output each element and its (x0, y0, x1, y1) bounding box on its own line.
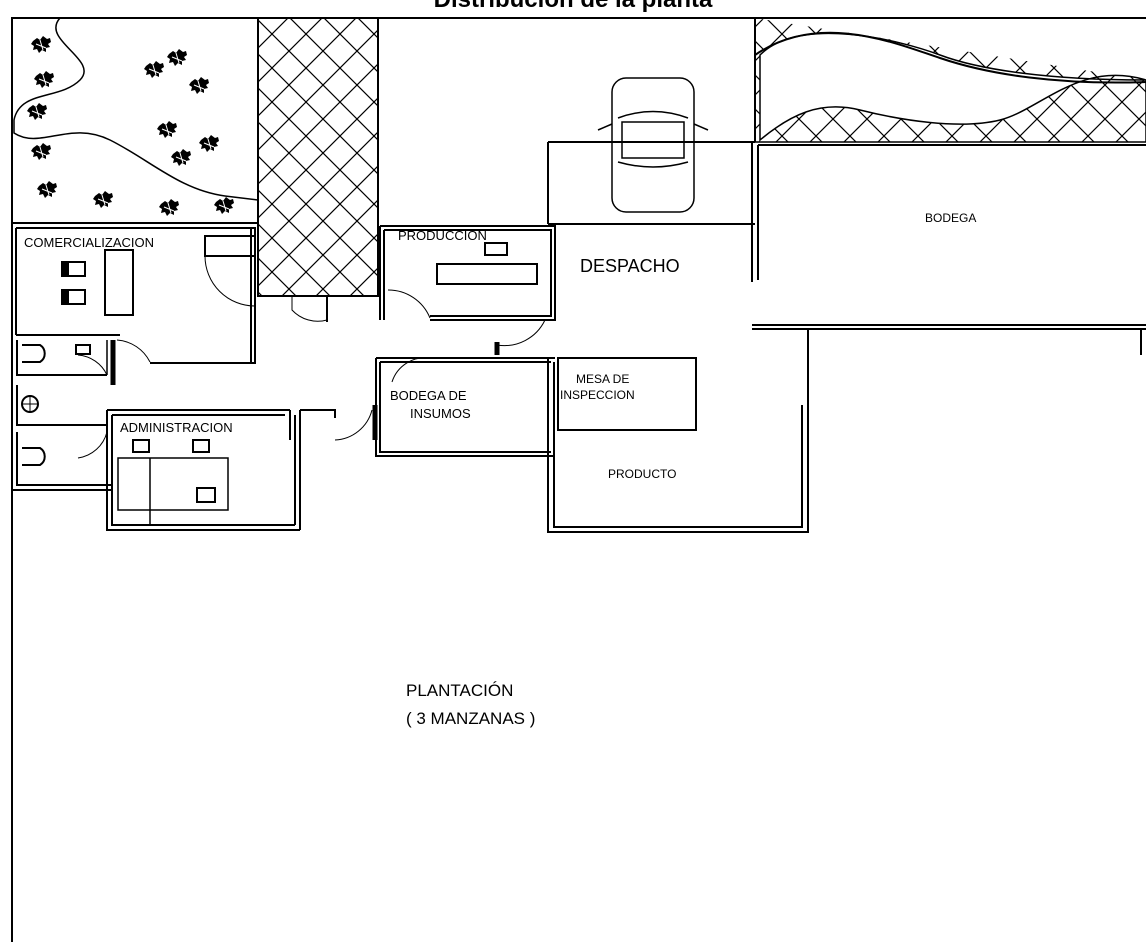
label-produccion: PRODUCCION (398, 228, 487, 243)
mesa-inspeccion-table (557, 357, 697, 431)
label-bodega-insumos-2: INSUMOS (410, 406, 471, 421)
despacho-zone (377, 18, 756, 282)
bathrooms (11, 340, 112, 491)
hatched-landscape (754, 18, 1146, 143)
label-bodega-insumos-1: BODEGA DE (390, 388, 467, 403)
producto-room (547, 330, 809, 533)
label-mesa-inspeccion-1: MESA DE (576, 372, 629, 386)
label-despacho: DESPACHO (580, 256, 680, 276)
administracion-room (106, 409, 373, 531)
produccion-room (258, 225, 556, 355)
car-icon (597, 77, 709, 213)
label-administracion: ADMINISTRACION (120, 420, 233, 435)
bodega-room (752, 144, 1146, 355)
label-producto: PRODUCTO (608, 467, 676, 481)
label-bodega: BODEGA (925, 211, 976, 225)
label-comercializacion: COMERCIALIZACION (24, 235, 154, 250)
diagram-title: Distribución de la planta (0, 0, 1146, 14)
comercializacion-room (15, 227, 256, 385)
bodega-insumos-room (372, 357, 555, 457)
label-plantacion-area: ( 3 MANZANAS ) (406, 709, 535, 728)
label-mesa-inspeccion-2: INSPECCION (560, 388, 635, 402)
garden-area (11, 17, 259, 224)
hatched-corridor (257, 17, 379, 297)
tree-icons (26, 35, 235, 217)
label-plantacion: PLANTACIÓN (406, 681, 513, 700)
